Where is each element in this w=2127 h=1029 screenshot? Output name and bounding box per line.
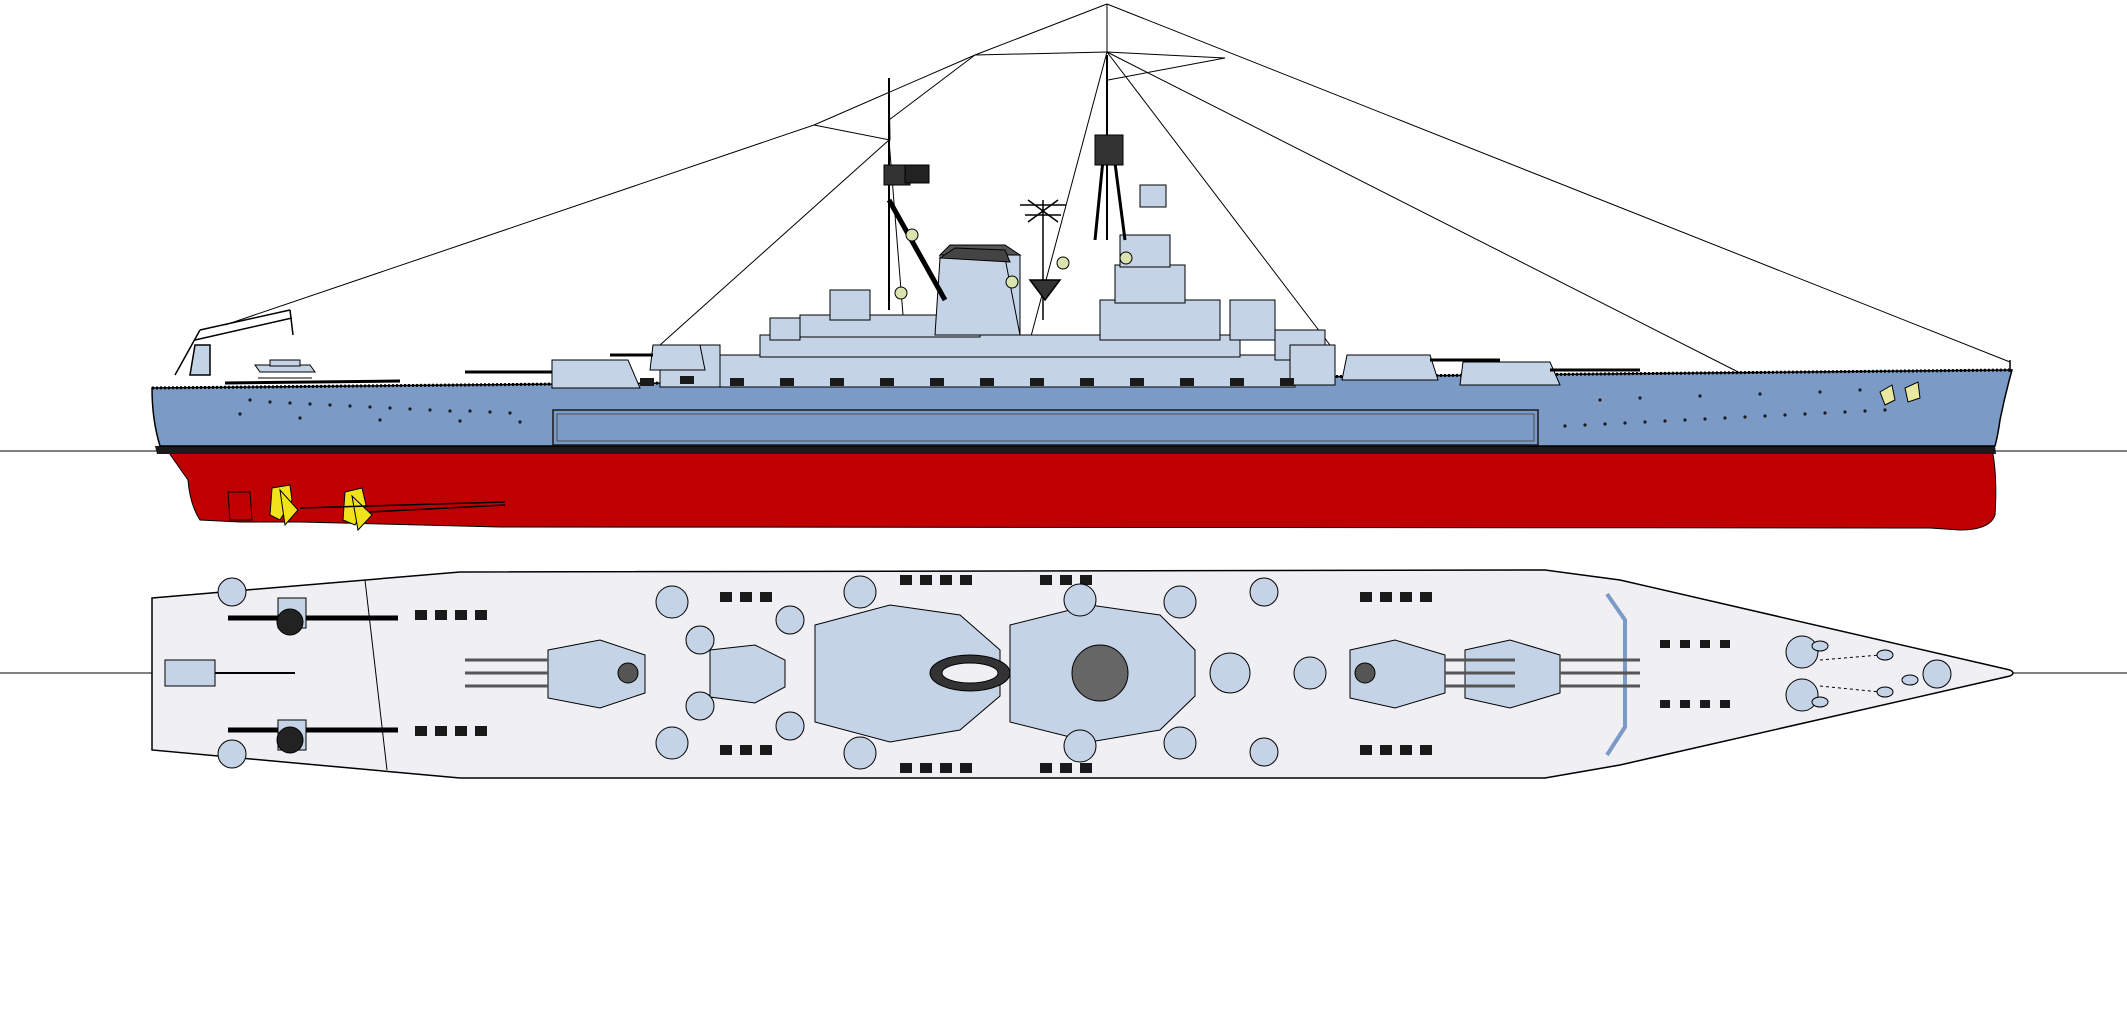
aa-gun-icon: [217, 577, 1952, 769]
armor-belt: [552, 409, 1539, 446]
boot-stripe: [155, 446, 1996, 454]
transom-line: [364, 579, 388, 771]
anchor-icon: [1879, 381, 1921, 406]
crane-icon: [164, 659, 295, 687]
catapult: [224, 379, 401, 385]
searchlights: [894, 228, 1133, 300]
seaplane-icon: [254, 359, 316, 379]
seaplane-icon: [276, 597, 307, 754]
rudder: [227, 491, 253, 521]
crane-icon: [174, 309, 294, 376]
plan-view: [0, 569, 2127, 779]
gun-barrels: [465, 658, 1640, 688]
propeller-icon: [269, 484, 373, 532]
turret-icon: [547, 639, 1561, 709]
portholes: [238, 388, 1887, 428]
superstructure-plan: [814, 604, 1251, 743]
aa-mounts-plan: [415, 575, 1730, 773]
upper-hull: [151, 369, 2013, 447]
catapult: [228, 615, 398, 733]
profile-view: [0, 3, 2127, 532]
funnel: [934, 247, 1021, 336]
anchor-icon: [1811, 640, 1919, 708]
turret-icon: [465, 344, 1640, 389]
propeller-shaft: [299, 501, 506, 509]
mainmast: [883, 78, 948, 310]
radar-icon: [1020, 199, 1066, 320]
aa-gun-icon: [640, 376, 1294, 386]
foremast: [1093, 55, 1167, 241]
secondary-mounts-plan: [655, 575, 1327, 770]
lower-hull: [159, 439, 1997, 531]
